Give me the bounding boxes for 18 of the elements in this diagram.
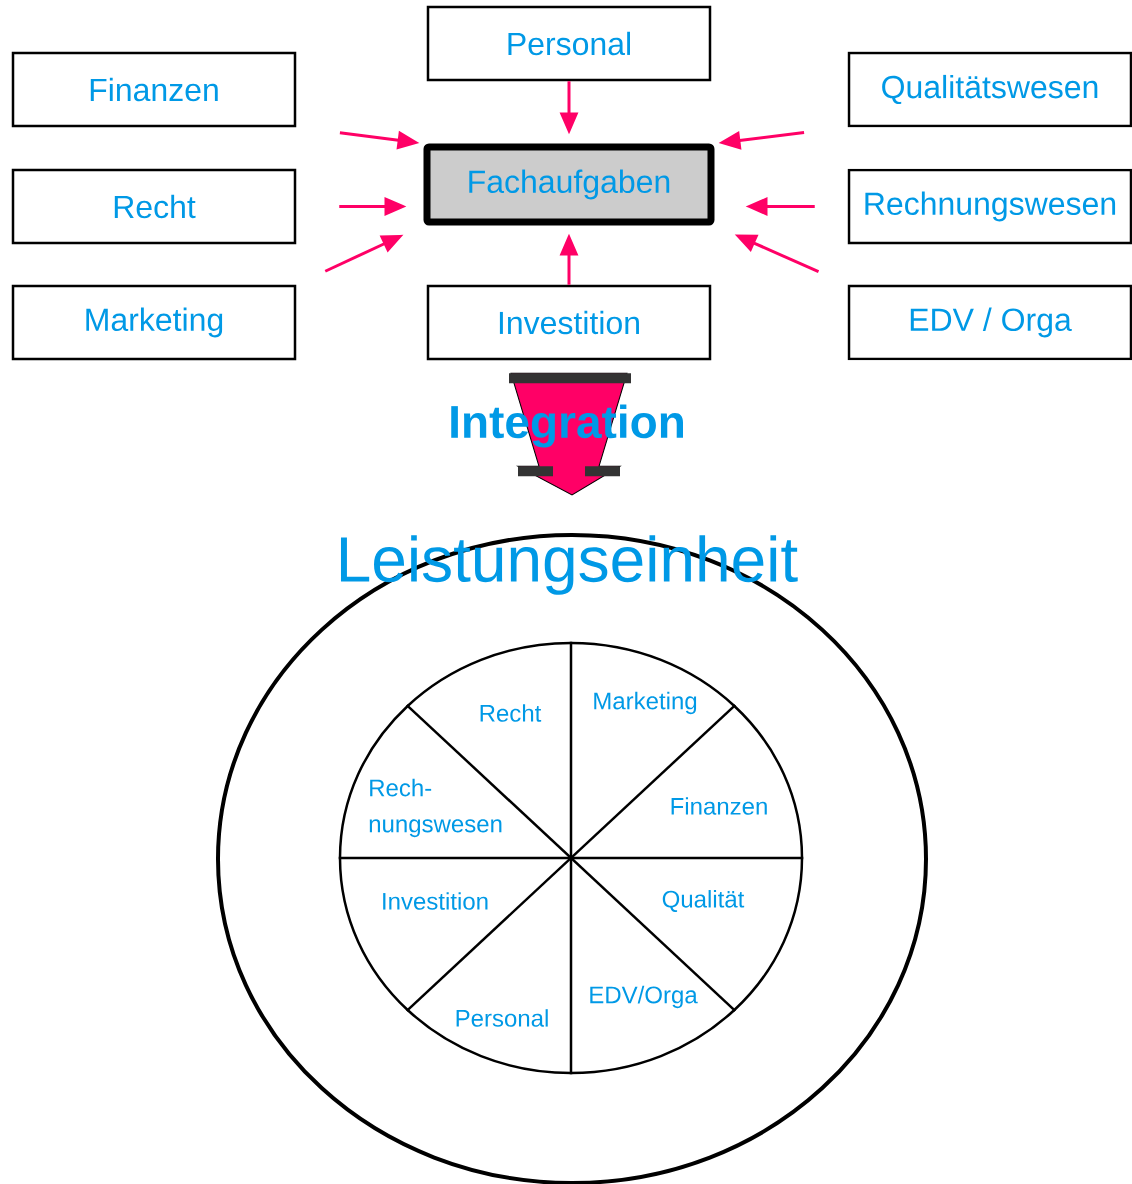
sector-label: Recht (480, 704, 542, 722)
department-box: Rechnungswesen (847, 168, 1132, 245)
sector-label: Qualität (662, 890, 745, 912)
sector-label: Investition (383, 892, 488, 910)
sector-label: Finanzen (671, 797, 767, 815)
sector-label: Marketing (594, 691, 697, 715)
sector-label: Personal (456, 1009, 548, 1027)
sector-label: EDV/Orga (590, 985, 698, 1009)
sector-label: Rech- nungswesen (369, 778, 502, 838)
department-box: Qualitätswesen (847, 51, 1132, 128)
department-box: EDV / Orga (847, 284, 1132, 361)
department-box: Finanzen (11, 51, 297, 128)
sector-wheel (338, 641, 804, 1075)
department-box: Personal (426, 5, 712, 82)
department-box: Marketing (11, 284, 297, 361)
department-box: Recht (11, 168, 297, 245)
department-box: Investition (426, 284, 712, 361)
task-box: Fachaufgaben (423, 143, 715, 226)
